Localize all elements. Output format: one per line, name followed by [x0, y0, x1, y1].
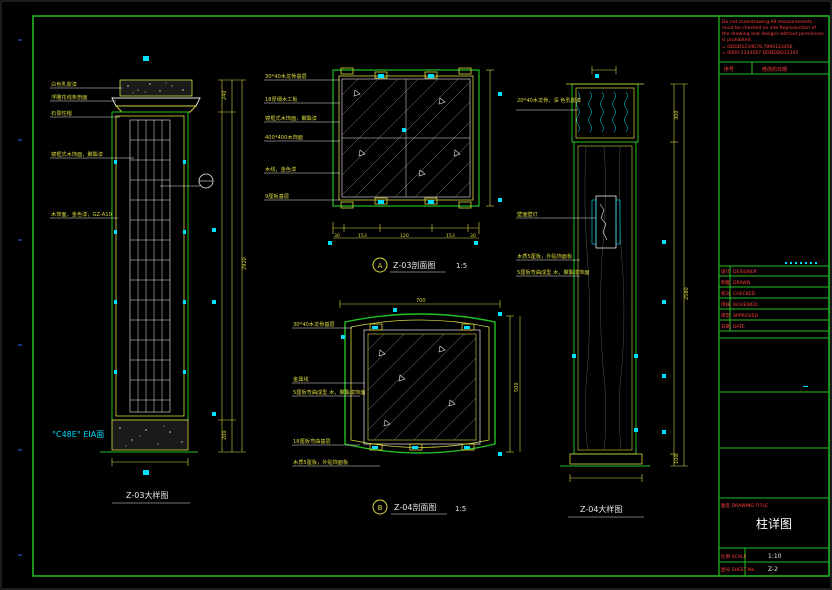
z04-dim-base: 100 — [674, 454, 680, 464]
sec-a-dim-4: 30 — [470, 233, 476, 239]
staff-code-3: 审核 — [721, 301, 731, 308]
sec-b-marker: B — [378, 504, 383, 512]
z03-label-3: 镜框式木饰面，聚酯漆 — [51, 150, 103, 158]
title-block: Do not scaledrawing.All measurements mus… — [719, 19, 829, 576]
scale-label: 比例 SCALE — [721, 553, 746, 560]
staff-name-0: DESIGNER — [733, 269, 758, 275]
sec-b-dim-right: 500 — [514, 382, 520, 392]
z04-elevation: 300 2580 100 20*40木龙骨，深 色乳胶漆 壁面壁灯 木质5厘板，… — [516, 66, 690, 518]
z03-dim-base: 200 — [222, 430, 228, 440]
sec-a-label-4: 木线，金色漆 — [265, 165, 296, 173]
z03-label-2: 石膏柱帽 — [51, 109, 72, 117]
z03-caption: Z-03大样图 — [126, 490, 168, 500]
z03-label-0: 白色乳胶漆 — [51, 80, 77, 88]
sec-a-dim-0: 30 — [334, 233, 340, 239]
sec-a-dim-1: 153 — [358, 233, 367, 239]
sec-b-scale: 1:5 — [455, 505, 466, 513]
staff-code-1: 制图 — [721, 279, 731, 286]
section-a: 30 153 120 153 30 30*40木龙骨基层 18厚细木工板 镜框式… — [264, 67, 502, 273]
drawing-title: 柱详图 — [756, 516, 792, 531]
sheet-value: Z-2 — [768, 566, 778, 573]
sec-a-label-0: 30*40木龙骨基层 — [265, 72, 307, 80]
staff-name-4: APPROVED — [733, 313, 758, 319]
sec-a-label-5: 9厘板基层 — [265, 192, 289, 200]
staff-name-3: REVIEWED — [733, 302, 758, 308]
staff-name-1: DRAWN — [733, 280, 750, 286]
sec-a-label-2: 镜框式木饰面，聚酯漆 — [265, 114, 317, 122]
staff-name-2: CHECKED — [733, 291, 756, 297]
z03-label-1: 浮雕花线条剖面 — [51, 93, 87, 101]
sec-b-dim-top: 700 — [416, 298, 426, 304]
staff-code-4: 审定 — [721, 312, 731, 319]
z03-bottom-label: °C48E° EIA面 — [52, 430, 104, 439]
note-line-4: is prohibited. — [722, 37, 752, 43]
section-b: 700 500 30*40木龙骨基层 金属线 5厘板弯曲成型 木，聚酯漆饰面 1… — [292, 298, 521, 515]
sec-a-marker: A — [378, 262, 383, 270]
sec-a-dim-3: 153 — [446, 233, 455, 239]
sec-b-label-4: 木质5厘板，外贴饰面板 — [293, 458, 349, 466]
sec-b-label-1: 金属线 — [293, 375, 309, 383]
sec-b-label-0: 30*40木龙骨基层 — [293, 320, 335, 328]
z03-dim-top: 240 — [222, 90, 228, 100]
staff-name-5: DATE — [733, 324, 745, 330]
note-line-2: must be checked on site.Reproduction of — [722, 25, 816, 31]
z04-dim-total: 2580 — [684, 287, 690, 300]
sec-a-dim-2: 120 — [400, 233, 409, 239]
sec-a-label-3: 400*400木饰面 — [265, 133, 303, 141]
z04-label-3: 5厘板弯曲成型 木，聚酯漆饰面 — [517, 268, 589, 276]
note-line-3: the drawing and designs without permissi… — [722, 31, 824, 37]
note-line-1: Do not scaledrawing.All measurements — [722, 19, 813, 25]
sec-b-label-3: 18厘板弯曲基层 — [293, 437, 331, 445]
staff-code-0: 设计 — [721, 268, 731, 275]
staff-code-2: 校对 — [721, 290, 731, 297]
z04-label-0: 20*40木龙骨，深 色乳胶漆 — [517, 96, 581, 104]
sec-a-scale: 1:5 — [456, 262, 467, 270]
address-line-2: = 0000-1234567 DDDDDD12345 — [722, 50, 798, 56]
z04-label-1: 壁面壁灯 — [517, 210, 538, 218]
z04-dim-top: 300 — [674, 110, 680, 120]
drawing-title-label: 图名 DRAWING TITLE — [721, 502, 768, 509]
sec-b-caption: Z-04剖面图 — [394, 502, 436, 512]
sec-b-label-2: 5厘板弯曲成型 木，聚酯漆饰面 — [293, 388, 365, 396]
sec-a-caption: Z-03剖面图 — [393, 260, 435, 270]
z04-label-2: 木质5厘板，外贴饰面板 — [517, 252, 573, 260]
address-line-1: = DDDD1234678.7890123456 — [722, 44, 793, 50]
z03-label-4: 木饰面，金色漆，GZ-A10 — [51, 210, 112, 218]
scale-value: 1:10 — [768, 553, 782, 560]
staff-code-5: 日期 — [721, 324, 731, 330]
z04-caption: Z-04大样图 — [580, 504, 622, 514]
z03-dim-total: 2920 — [242, 257, 248, 270]
revision-no-header: 序号 — [724, 66, 734, 73]
sec-a-label-1: 18厚细木工板 — [265, 95, 298, 103]
sheet-label: 图号 SHEET No. — [721, 567, 756, 573]
revision-desc-header: 修改的日期 — [762, 66, 787, 73]
z03-elevation: 240 2920 200 白色乳胶漆 浮雕花线条剖面 石膏柱帽 镜框式木饰面，聚… — [50, 56, 248, 504]
